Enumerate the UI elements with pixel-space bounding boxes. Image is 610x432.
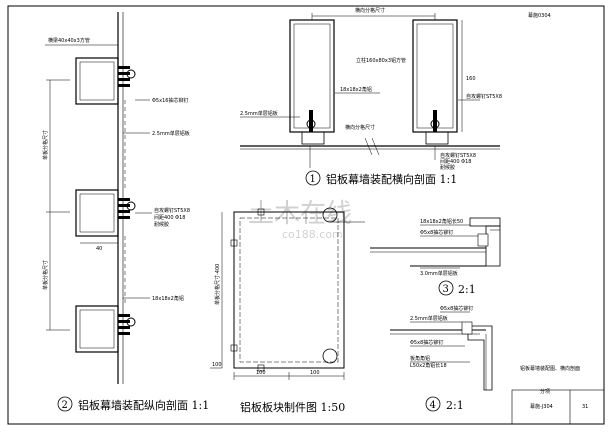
v2-vert-dim-2: 单板分格尺寸: [42, 260, 49, 290]
v1-label-plate: 2.5mm单层铝板: [240, 110, 278, 117]
watermark: 土木在线 co188.com: [248, 199, 352, 241]
v2-label-stud3: 耐候胶: [154, 221, 169, 228]
v1-label-grid: 横向分格尺寸: [345, 124, 375, 131]
v1-bolt-left: [301, 110, 325, 145]
v3-label-1: 18x18x2角铝长50: [420, 218, 463, 225]
v2-label-plate: 2.5mm单层铝板: [152, 130, 190, 137]
v1-label-b1: 自攻螺钉ST5X8: [440, 152, 476, 159]
view-2-marker: [57, 396, 73, 412]
view-1-horizontal-section: [240, 13, 500, 168]
bolt-cluster-2: [118, 198, 136, 219]
v4-corner-profile: [467, 325, 493, 391]
v2-label-angle: 18x18x2角铝: [152, 295, 184, 302]
view-1-title: 1 铝板幕墙装配横向剖面 1:1: [305, 170, 457, 186]
v4-label-5: L50x2角铝长18: [410, 362, 447, 369]
v1-dim-160: 160: [466, 76, 476, 82]
v1-bolt-right: [425, 110, 449, 145]
drawing-number: 幕施-J304: [530, 403, 553, 410]
page-note: 幕施0304: [528, 12, 551, 19]
v3-label-2: Φ5x8抽芯铆钉: [420, 229, 453, 236]
view-3-detail: [370, 217, 501, 269]
view-4-title-text: 2:1: [446, 399, 464, 412]
side-note: 分项: [540, 388, 550, 395]
panel-dim-left: 100: [212, 362, 222, 368]
view-2-title: 2 铝板幕墙装配纵向剖面 1:1: [57, 396, 209, 412]
view-3-marker: [438, 280, 454, 296]
watermark-en: co188.com: [282, 228, 343, 241]
v1-label-b3: 耐候胶: [440, 164, 455, 171]
view-4-detail: [390, 311, 493, 391]
v2-label-stud2: 间距400 Φ18: [154, 214, 185, 221]
v2-vert-dim-1: 单板分格尺寸: [42, 130, 49, 160]
v1-label-bolt: 自攻螺钉ST5X8: [466, 93, 502, 100]
v1-label-b2: 间距400 Φ18: [440, 158, 471, 165]
v4-label-1: 2.5mm单层铝板: [410, 315, 448, 322]
panel-dim-b2: 100: [310, 370, 320, 376]
mullion-tube-2: [75, 189, 119, 237]
v2-label-top: 横梁40x40x3方管: [48, 37, 90, 44]
side-title: 铝板幕墙装配图、横向剖面: [520, 365, 580, 372]
v3-angle-profile: [469, 217, 501, 227]
view-1-number: 1: [310, 174, 316, 185]
view-3-number: 3: [443, 284, 449, 295]
sheet-suffix: 31: [582, 404, 588, 410]
v1-label-tube: 立柱160x80x3铝方管: [356, 57, 406, 64]
panel-dim-b1: 100: [256, 370, 266, 376]
view-1-title-text: 铝板幕墙装配横向剖面 1:1: [326, 172, 457, 186]
panel-fabrication-drawing: [210, 207, 365, 380]
panel-title: 铝板板块制件图 1:50: [240, 400, 345, 414]
v3-label-3: 3.0mm单层铝板: [420, 270, 458, 277]
bolt-cluster-1: [118, 66, 136, 87]
v2-dim-40: 40: [96, 246, 102, 252]
mullion-tube-1: [75, 57, 119, 105]
view-4-title: 4 2:1: [425, 396, 464, 412]
panel-outline-outer: [233, 211, 345, 369]
v4-label-3: Φ5x8抽芯铆钉: [410, 339, 443, 346]
view-4-marker: [425, 396, 441, 412]
watermark-cn: 土木在线: [248, 199, 352, 229]
mullion-tube-3: [75, 305, 119, 353]
panel-outline-inner: [239, 217, 339, 363]
view-4-number: 4: [430, 400, 436, 411]
panel-vert-label: 单板分格尺寸-400: [214, 264, 221, 305]
view-2-vertical-section: [45, 12, 152, 384]
v1-label-angle: 18x18x2角铝: [340, 86, 372, 93]
view-2-title-text: 铝板幕墙装配纵向剖面 1:1: [78, 398, 209, 412]
title-block: [511, 389, 605, 425]
view-1-marker: [305, 170, 321, 186]
v4-label-4: 板角角铝: [410, 355, 430, 362]
v1-label-top: 横向分格尺寸: [355, 7, 385, 14]
view-3-title: 3 2:1: [438, 280, 476, 296]
view-2-number: 2: [62, 400, 68, 411]
view-3-title-text: 2:1: [458, 283, 476, 296]
bolt-cluster-3: [118, 314, 136, 335]
sheet-border: [7, 5, 605, 425]
v4-label-2: Φ5x8抽芯铆钉: [440, 305, 473, 312]
v2-label-stud1: 自攻螺钉ST5X8: [154, 207, 190, 214]
v2-label-screw: Φ5x16抽芯铆钉: [152, 97, 188, 104]
